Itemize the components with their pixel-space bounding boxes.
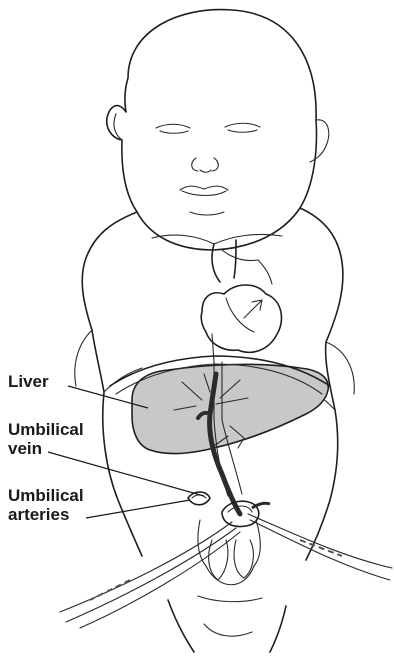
umbilical-arteries-leader-line — [86, 500, 190, 518]
heart — [201, 240, 281, 362]
umbilical-arteries-label-line2: arteries — [8, 505, 84, 524]
liver-shape — [132, 364, 328, 453]
umbilical-vein-label: Umbilical vein — [8, 420, 84, 458]
umbilical-arteries-label-line1: Umbilical — [8, 486, 84, 505]
liver-label: Liver — [8, 372, 49, 391]
liver — [110, 356, 330, 454]
infant-head — [107, 10, 329, 250]
umbilical-vein-label-line2: vein — [8, 439, 84, 458]
catheter-lines — [60, 514, 392, 628]
umbilical-arteries-label: Umbilical arteries — [8, 486, 84, 524]
umbilical-vein-label-line1: Umbilical — [8, 420, 84, 439]
